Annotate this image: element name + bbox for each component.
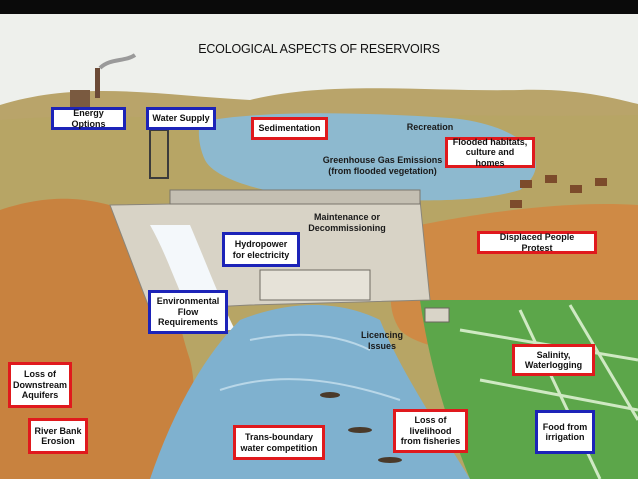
maintenance-label: Maintenance or Decommissioning — [308, 212, 386, 233]
factory — [70, 90, 90, 112]
chimney — [95, 68, 100, 98]
sedimentation-box: Sedimentation — [251, 117, 328, 140]
diagram-title: ECOLOGICAL ASPECTS OF RESERVOIRS — [198, 42, 440, 56]
salinity-box: Salinity, Waterlogging — [512, 344, 595, 376]
water-supply-box: Water Supply — [146, 107, 216, 130]
river-bank-erosion-box: River Bank Erosion — [28, 418, 88, 454]
greenhouse-gas-label: Greenhouse Gas Emissions (from flooded v… — [322, 155, 443, 176]
top-bar — [0, 0, 638, 14]
village-huts — [510, 175, 607, 208]
dam-crest — [169, 189, 421, 205]
downstream-aquifers-box: Loss of Downstream Aquifers — [8, 362, 72, 408]
transboundary-box: Trans-boundary water competition — [233, 425, 325, 460]
food-irrigation-box: Food from irrigation — [535, 410, 595, 454]
licencing-label: Licencing Issues — [360, 330, 403, 351]
recreation-label: Recreation — [406, 122, 454, 132]
pylon — [149, 129, 169, 179]
flooded-habitats-box: Flooded habitats, culture and homes — [445, 137, 535, 168]
environmental-flow-box: Environmental Flow Requirements — [148, 290, 228, 334]
river-ripples — [219, 333, 401, 401]
river — [150, 305, 470, 479]
energy-options-box: Energy Options — [51, 107, 126, 130]
livelihood-box: Loss of livelihood from fisheries — [393, 409, 468, 453]
small-building — [424, 307, 450, 323]
hydropower-box: Hydropower for electricity — [222, 232, 300, 267]
smoke — [98, 53, 137, 70]
boats — [320, 392, 402, 463]
powerhouse — [259, 269, 371, 301]
displaced-people-box: Displaced People Protest — [477, 231, 597, 254]
